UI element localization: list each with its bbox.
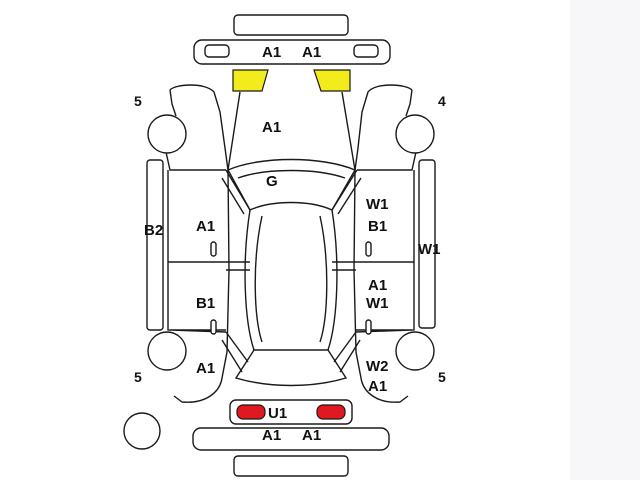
hood-label: A1 <box>262 119 281 136</box>
front-top-plate[interactable] <box>233 14 349 36</box>
body-outline <box>169 84 413 403</box>
rear-left-wheel[interactable] <box>147 331 187 371</box>
windshield-inner <box>237 169 346 179</box>
left-rear-door-handle <box>210 319 217 335</box>
front-left-lamp[interactable] <box>204 44 230 58</box>
front-left-wheel-label: 5 <box>134 93 142 109</box>
left-a-pillar <box>221 169 251 215</box>
right-rear-fender-label-1: W2 <box>366 358 389 375</box>
right-side-sill[interactable] <box>418 159 436 329</box>
left-c-pillar <box>221 331 249 373</box>
left-rear-door-label: B1 <box>196 295 215 312</box>
rear-bottom-plate[interactable] <box>233 455 349 477</box>
right-c-pillar <box>333 331 361 373</box>
right-rear-door-handle <box>365 319 372 335</box>
right-front-door-label-1: W1 <box>366 196 389 213</box>
right-front-door-label-2: B1 <box>368 218 387 235</box>
front-right-wheel-label: 4 <box>438 93 446 109</box>
rear-left-taillight-marked[interactable] <box>236 404 266 420</box>
right-front-fender[interactable] <box>357 89 417 171</box>
hood[interactable] <box>227 91 356 171</box>
right-rear-door-label-2: W1 <box>366 295 389 312</box>
rear-bumper-right-label: A1 <box>302 427 321 444</box>
rear-bumper-left-label: A1 <box>262 427 281 444</box>
front-left-wheel[interactable] <box>147 114 187 154</box>
right-front-door-handle <box>365 241 372 257</box>
left-side-doors[interactable] <box>167 170 250 333</box>
rear-left-wheel-label: 5 <box>134 369 142 385</box>
front-bumper-right-label: A1 <box>302 44 321 61</box>
right-side-doors[interactable] <box>332 170 415 333</box>
tailgate-label: U1 <box>268 405 287 422</box>
left-side-sill[interactable] <box>146 159 164 331</box>
roof[interactable] <box>244 209 338 351</box>
front-right-lamp[interactable] <box>353 44 379 58</box>
windshield-label: G <box>266 173 278 190</box>
left-front-door-label: A1 <box>196 218 215 235</box>
front-left-headlight-marked[interactable] <box>232 69 269 92</box>
left-rear-fender-label: A1 <box>196 360 215 377</box>
right-rear-door-label-1: A1 <box>368 277 387 294</box>
rear-window[interactable] <box>234 349 348 387</box>
left-side-sill-label: B2 <box>144 222 163 239</box>
rear-right-taillight-marked[interactable] <box>316 404 346 420</box>
front-right-headlight-marked[interactable] <box>313 69 351 92</box>
right-edge-strip <box>570 0 640 480</box>
left-front-door-handle <box>210 241 217 257</box>
rear-right-wheel[interactable] <box>395 331 435 371</box>
right-rear-fender-label-2: A1 <box>368 378 387 395</box>
front-bumper-left-label: A1 <box>262 44 281 61</box>
windshield[interactable] <box>227 158 357 211</box>
spare-wheel[interactable] <box>123 412 161 450</box>
rear-right-wheel-label: 5 <box>438 369 446 385</box>
right-a-pillar <box>331 169 362 215</box>
roof-inner <box>254 215 328 343</box>
front-bumper[interactable] <box>193 39 391 65</box>
rear-bumper[interactable] <box>192 427 390 451</box>
left-front-fender[interactable] <box>165 89 226 171</box>
right-side-sill-label: W1 <box>418 241 441 258</box>
front-right-wheel[interactable] <box>395 114 435 154</box>
